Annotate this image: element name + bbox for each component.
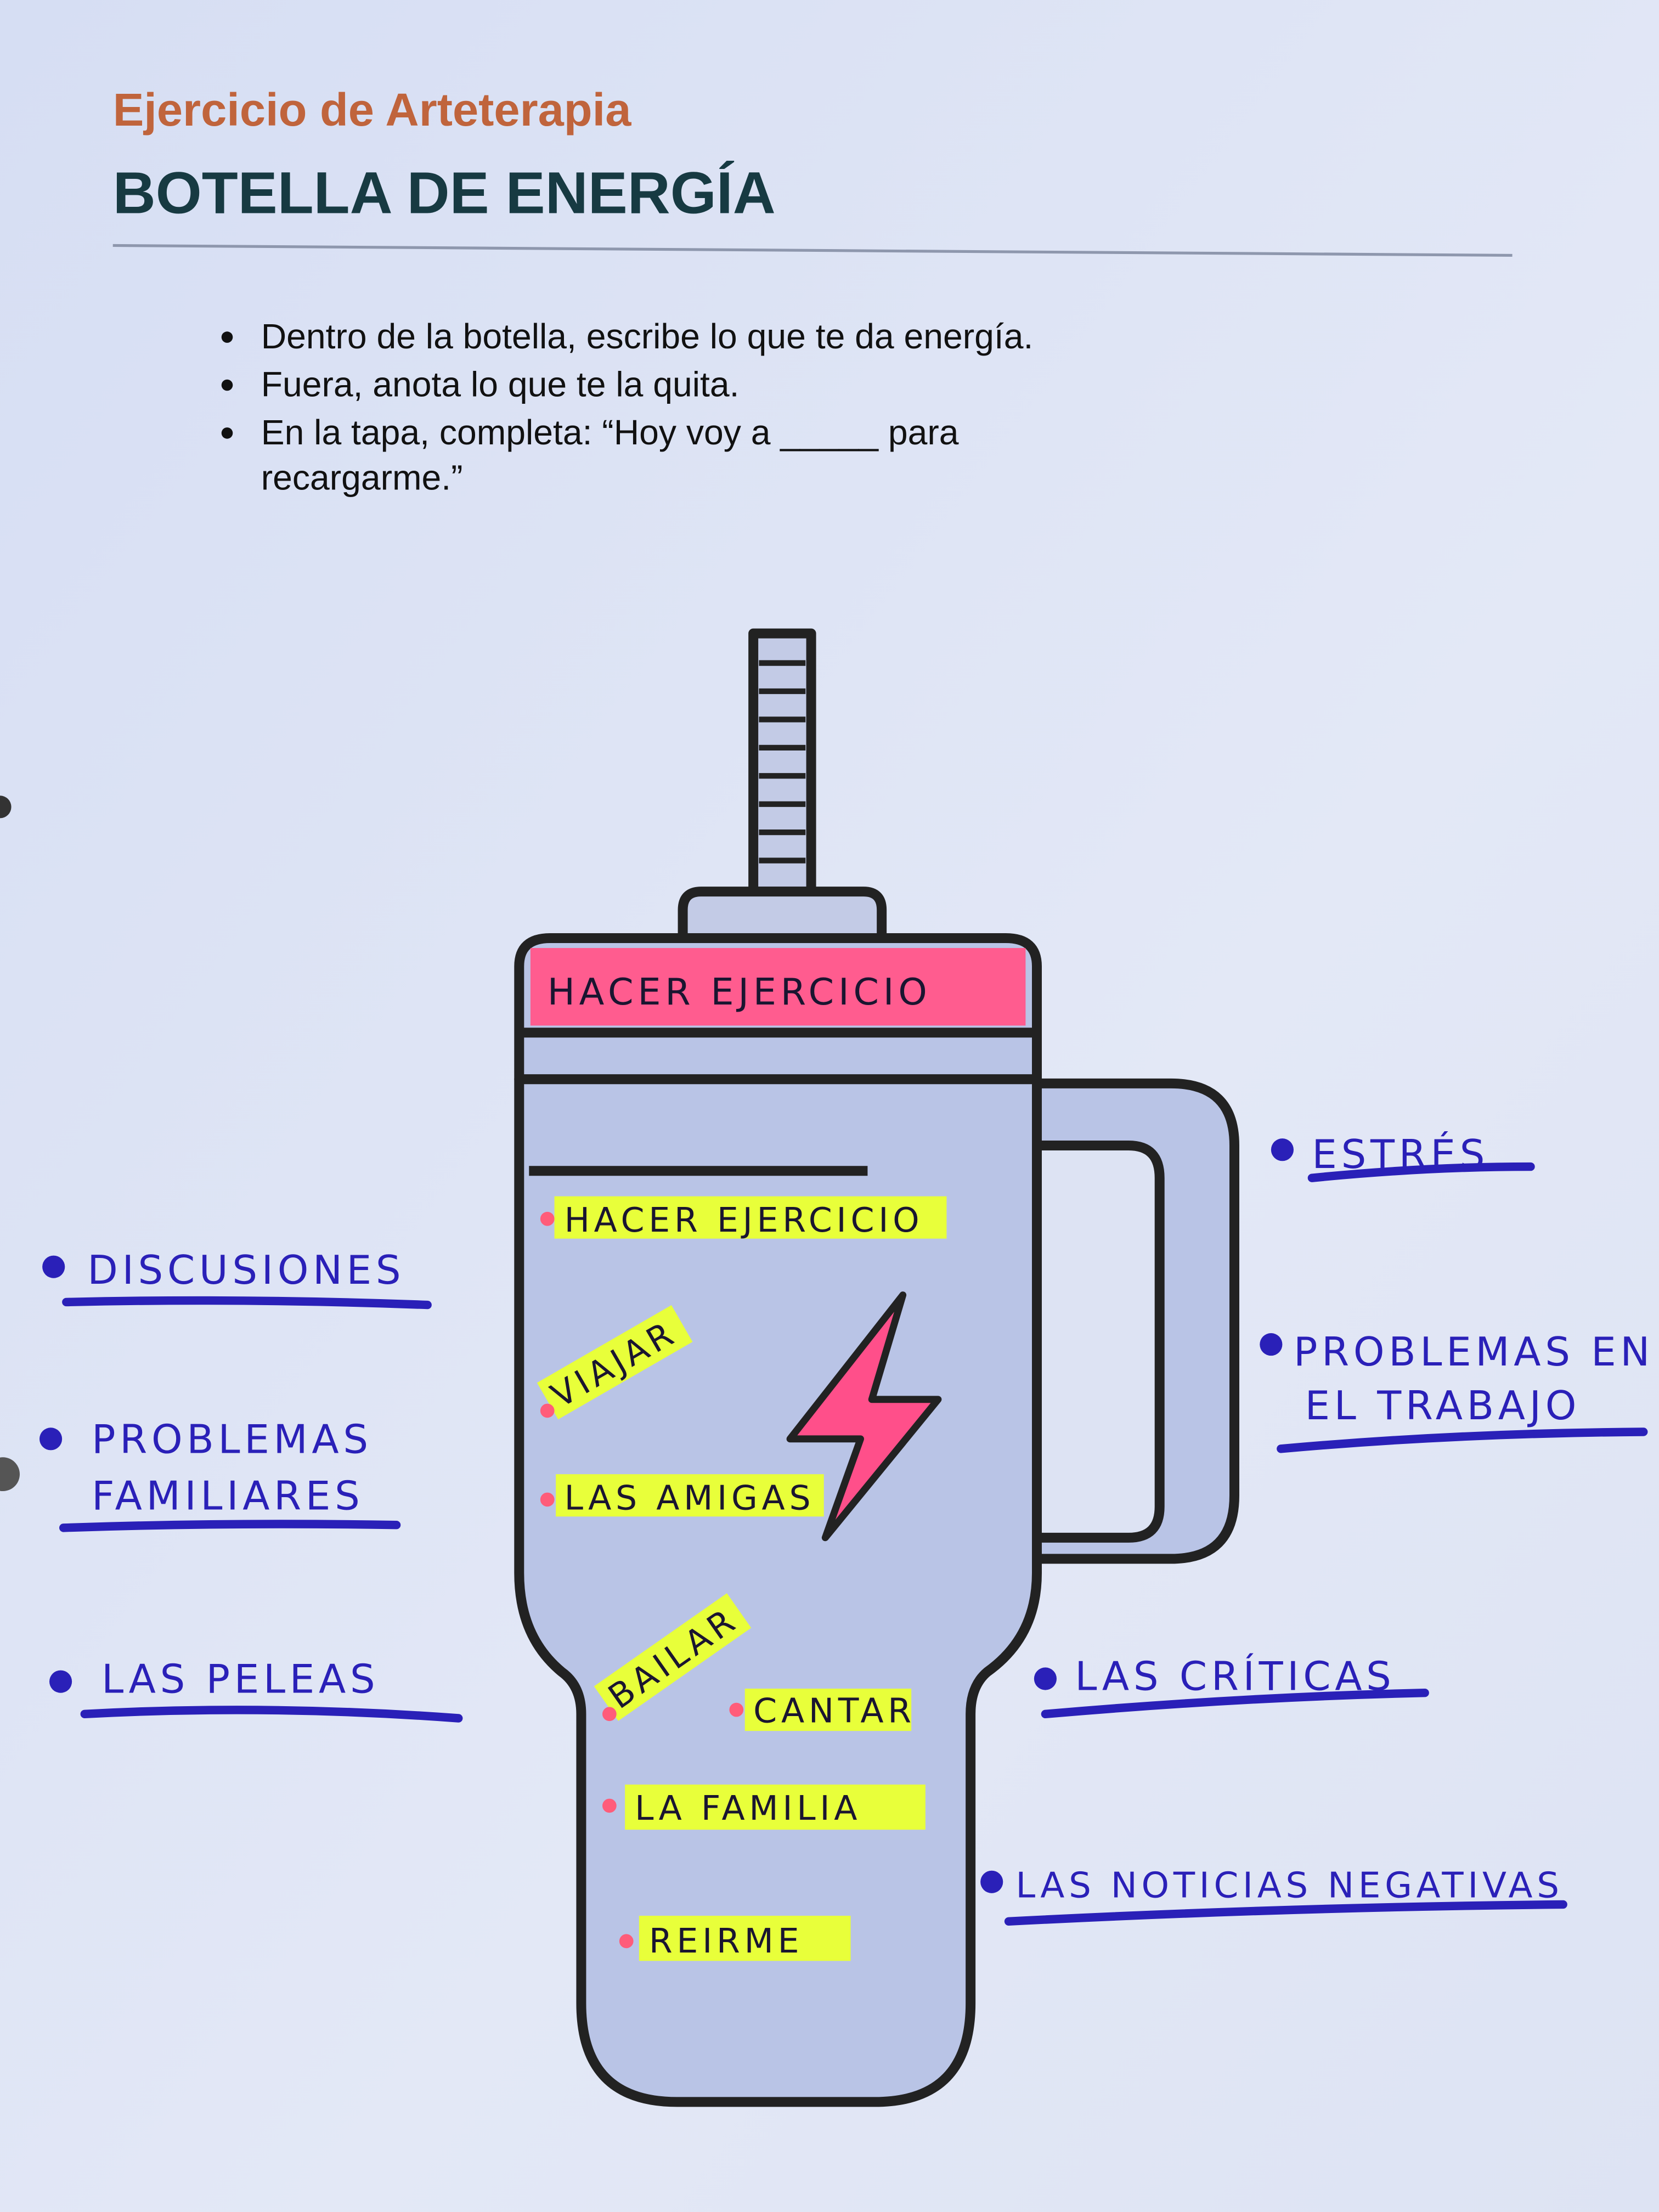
bullet — [221, 331, 233, 343]
drain-item: PROBLEMAS — [92, 1417, 373, 1463]
header-divider — [112, 244, 1513, 257]
lid-answer: HACER EJERCICIO — [548, 970, 932, 1013]
drain-item: FAMILIARES — [92, 1472, 364, 1519]
instruction-item: Dentro de la botella, escribe lo que te … — [261, 317, 1034, 356]
lid-top — [678, 887, 887, 944]
worksheet-subtitle: Ejercicio de Arteterapia — [113, 83, 631, 136]
energy-item: CANTAR — [753, 1691, 916, 1731]
handle-hole — [1022, 1141, 1165, 1543]
drain-item: EL TRABAJO — [1305, 1383, 1581, 1429]
lid-pink-highlight — [530, 948, 1026, 1026]
worksheet-title: BOTELLA DE ENERGÍA — [113, 159, 776, 225]
straw — [748, 628, 816, 897]
drain-item: LAS PELEAS — [101, 1656, 379, 1702]
drains-left: DISCUSIONES PROBLEMAS FAMILIARES LAS PEL… — [40, 1247, 463, 1723]
energy-item: REIRME — [649, 1921, 803, 1961]
instruction-item: En la tapa, completa: “Hoy voy a _____ p… — [261, 413, 959, 452]
drain-item: DISCUSIONES — [87, 1247, 405, 1293]
energy-item: HACER EJERCICIO — [565, 1200, 924, 1240]
drain-item: LAS NOTICIAS NEGATIVAS — [1015, 1865, 1563, 1906]
instruction-list: Dentro de la botella, escribe lo que te … — [221, 317, 1034, 497]
binder-hole — [0, 795, 12, 819]
energy-item: LA FAMILIA — [635, 1788, 861, 1828]
instruction-item: Fuera, anota lo que te la quita. — [261, 365, 740, 404]
straw-stripes — [759, 660, 806, 864]
lightning-bolt-icon — [786, 1291, 942, 1542]
bullet — [221, 379, 233, 391]
drain-item: PROBLEMAS EN — [1294, 1329, 1654, 1375]
binder-hole — [0, 1457, 20, 1491]
bullet — [221, 427, 233, 439]
drains-right: ESTRÉS PROBLEMAS EN EL TRABAJO LAS CRÍTI… — [980, 1131, 1654, 1926]
energy-item: LAS AMIGAS — [565, 1478, 815, 1517]
instruction-item: recargarme.” — [261, 458, 463, 497]
